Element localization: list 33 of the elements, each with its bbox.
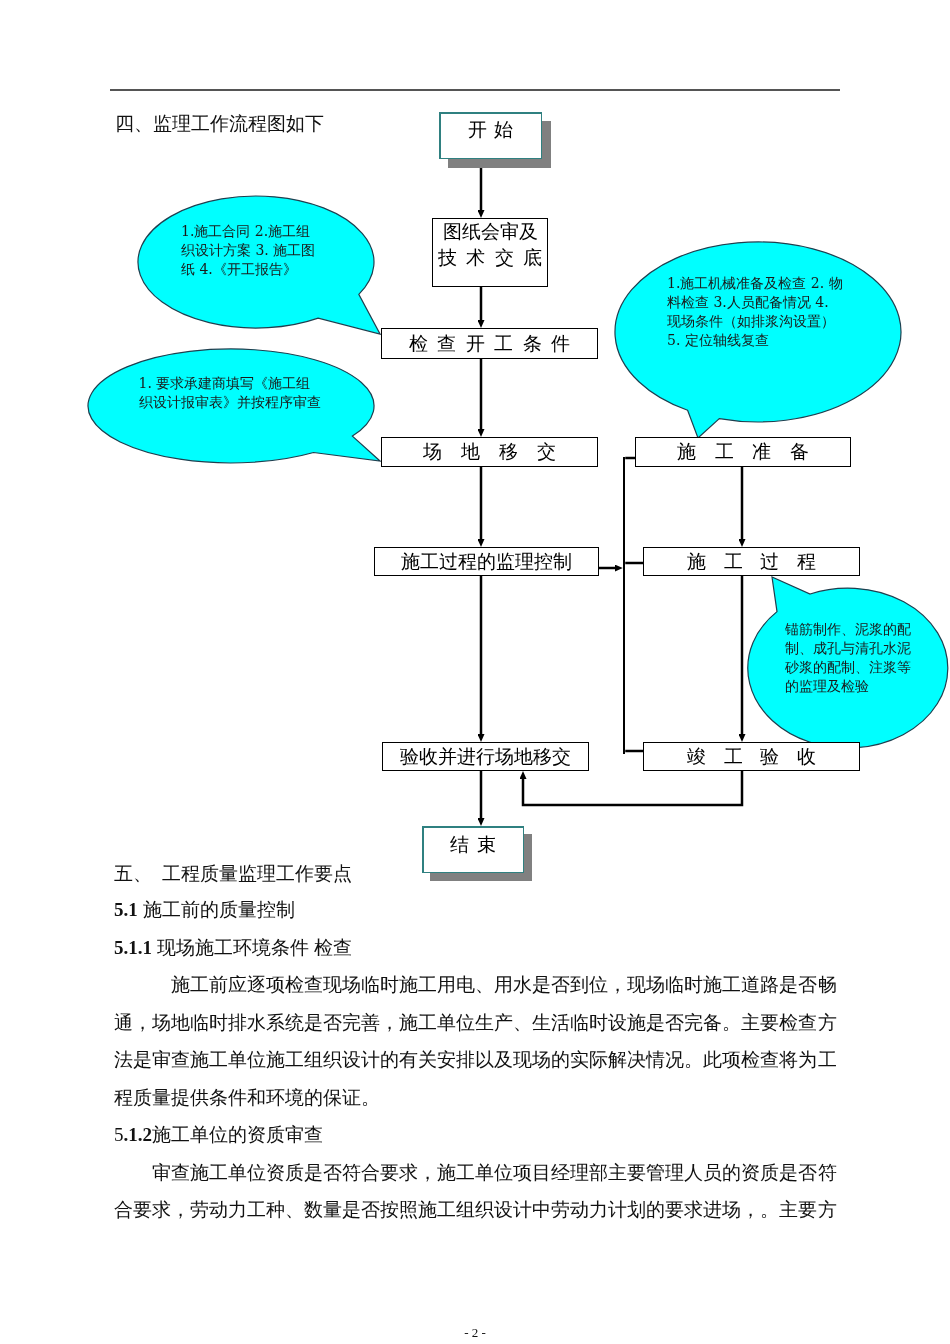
arrow [738, 467, 746, 547]
arrow [477, 576, 485, 742]
arrow [519, 771, 744, 807]
section-heading: 5.1.2施工单位的资质审查 [114, 1123, 323, 1147]
process-box: 图纸会审及技 术 交 底 [432, 218, 548, 287]
section-heading: 5.1 施工前的质量控制 [114, 898, 295, 922]
callout-text: 1.施工机械准备及检查 2. 物料检查 3.人员配备情况 4. 现场条件（如排浆沟设置）5. 定位轴线复查 [667, 273, 844, 350]
arrow [477, 467, 485, 547]
callout-text: 1.施工合同 2.施工组织设计方案 3. 施工图纸 4.《开工报告》 [181, 222, 317, 279]
end-box: 结 束 [422, 826, 532, 881]
process-box: 检 查 开 工 条 件 [381, 328, 598, 359]
arrow [477, 168, 485, 218]
body-paragraph: 施工前应逐项检查现场临时施工用电、用水是否到位，现场临时施工道路是否畅通，场地临时排水系统是否完善，施工单位生产、生活临时设施是否完备。主要检查方法是审查施工单位施工组织设计的有关安排以及现场的实际解决情况。此项检查将为工程质量提供条件和环境的保证。 [113, 973, 837, 1110]
callout-text: 锚筋制作、泥浆的配制、成孔与清孔水泥砂浆的配制、注浆等的监理及检验 [785, 619, 912, 696]
process-box: 竣 工 验 收 [643, 742, 860, 771]
section-heading: 5.1.1 现场施工环境条件 检查 [114, 936, 352, 960]
arrow [477, 287, 485, 328]
process-box: 验收并进行场地移交 [382, 742, 589, 771]
process-box: 场 地 移 交 [381, 437, 598, 467]
diagram-title: 四、监理工作流程图如下 [115, 112, 324, 136]
process-box: 施 工 过 程 [643, 547, 860, 576]
section-heading: 五、 工程质量监理工作要点 [114, 862, 352, 886]
bracket-line [622, 456, 626, 754]
callout-text: 1. 要求承建商填写《施工组织设计报审表》并按程序审查 [138, 373, 322, 412]
page-number: - 2 - [464, 1324, 486, 1342]
arrow [477, 771, 485, 826]
process-box: 施 工 准 备 [635, 437, 851, 467]
process-box: 施工过程的监理控制 [374, 547, 599, 576]
start-box: 开 始 [439, 112, 551, 168]
body-paragraph: 审查施工单位资质是否符合要求，施工单位项目经理部主要管理人员的资质是否符合要求，劳动力工种、数量是否按照施工组织设计中劳动力计划的要求进场，。主要方 [113, 1160, 837, 1222]
arrow [599, 564, 623, 572]
arrow [738, 576, 746, 742]
arrow [477, 359, 485, 437]
